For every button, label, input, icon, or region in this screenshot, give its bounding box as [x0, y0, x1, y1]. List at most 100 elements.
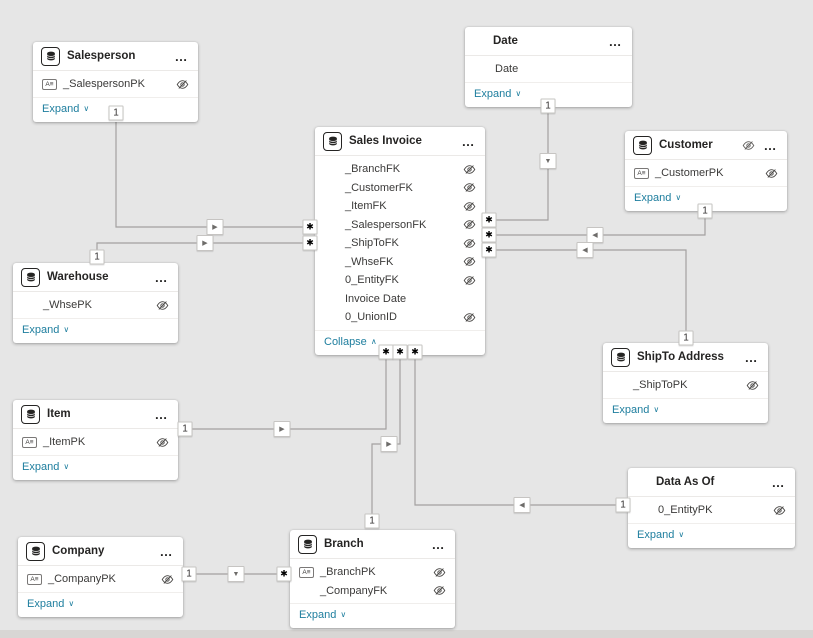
filter-direction-arrow-left-icon[interactable]: ◀ — [586, 227, 604, 243]
expand-toggle[interactable]: Expand∨ — [612, 404, 659, 416]
filter-direction-arrow-right-icon[interactable]: ▶ — [196, 235, 214, 251]
filter-direction-arrow-right-icon[interactable]: ▶ — [206, 219, 224, 235]
field-row[interactable]: 0_UnionID — [315, 308, 485, 327]
table-header[interactable]: Customer… — [625, 131, 787, 160]
filter-direction-arrow-down-icon[interactable]: ▼ — [539, 153, 557, 169]
field-row[interactable]: _ShipToPK — [603, 376, 768, 395]
cardinality-one-marker[interactable]: 1 — [678, 330, 694, 346]
relationship-line[interactable] — [488, 249, 687, 340]
cardinality-one-marker[interactable]: 1 — [540, 98, 556, 114]
field-row[interactable]: 0_EntityFK — [315, 271, 485, 290]
field-row[interactable]: _WhsePK — [13, 296, 178, 315]
filter-direction-arrow-left-icon[interactable]: ◀ — [576, 242, 594, 258]
relationship-line[interactable] — [115, 114, 310, 228]
table-footer: Expand∨ — [33, 96, 198, 122]
expand-toggle[interactable]: Expand∨ — [637, 529, 684, 541]
more-options-icon[interactable]: … — [174, 48, 188, 64]
relationship-line[interactable] — [183, 350, 387, 430]
relationship-line[interactable] — [414, 350, 625, 506]
more-options-icon[interactable]: … — [744, 349, 758, 365]
filter-direction-arrow-right-icon[interactable]: ▶ — [273, 421, 291, 437]
cardinality-one-marker[interactable]: 1 — [181, 566, 197, 582]
field-row[interactable]: _CustomerFK — [315, 179, 485, 198]
field-label: _CompanyFK — [320, 584, 388, 597]
more-options-icon[interactable]: … — [461, 133, 475, 149]
more-options-icon[interactable]: … — [763, 137, 777, 153]
cardinality-one-marker[interactable]: 1 — [697, 203, 713, 219]
table-header[interactable]: Warehouse… — [13, 263, 178, 292]
field-row[interactable]: _ItemFK — [315, 197, 485, 216]
cardinality-many-marker[interactable]: ✱ — [302, 235, 318, 251]
cardinality-many-marker[interactable]: ✱ — [378, 344, 394, 360]
more-options-icon[interactable]: … — [431, 536, 445, 552]
field-row[interactable]: A≡_BranchPK — [290, 563, 455, 582]
cardinality-many-marker[interactable]: ✱ — [481, 227, 497, 243]
cardinality-many-marker[interactable]: ✱ — [276, 566, 292, 582]
cardinality-one-marker[interactable]: 1 — [108, 105, 124, 121]
table-header[interactable]: Item… — [13, 400, 178, 429]
field-row[interactable]: 0_EntityPK — [628, 501, 795, 520]
cardinality-one-marker[interactable]: 1 — [615, 497, 631, 513]
field-row[interactable]: A≡_CustomerPK — [625, 164, 787, 183]
expand-toggle[interactable]: Expand∨ — [22, 461, 69, 473]
table-card[interactable]: Data As Of… 0_EntityPK Expand∨ — [628, 468, 795, 548]
field-row[interactable]: Date — [465, 60, 632, 79]
toggle-label: Expand — [22, 323, 60, 336]
table-header[interactable]: Sales Invoice… — [315, 127, 485, 156]
cardinality-many-marker[interactable]: ✱ — [302, 219, 318, 235]
more-options-icon[interactable]: … — [159, 543, 173, 559]
more-options-icon[interactable]: … — [154, 406, 168, 422]
field-row[interactable]: A≡_SalespersonPK — [33, 75, 198, 94]
expand-toggle[interactable]: Expand∨ — [474, 88, 521, 100]
table-header[interactable]: Branch… — [290, 530, 455, 559]
table-card[interactable]: Warehouse… _WhsePK Expand∨ — [13, 263, 178, 343]
cardinality-many-marker[interactable]: ✱ — [392, 344, 408, 360]
table-header[interactable]: Salesperson… — [33, 42, 198, 71]
table-header[interactable]: Company… — [18, 537, 183, 566]
field-row[interactable]: _ShipToFK — [315, 234, 485, 253]
cardinality-many-marker[interactable]: ✱ — [481, 242, 497, 258]
table-header[interactable]: Date… — [465, 27, 632, 56]
expand-toggle[interactable]: Expand∨ — [27, 598, 74, 610]
expand-toggle[interactable]: Expand∨ — [42, 103, 89, 115]
table-footer: Expand∨ — [13, 454, 178, 480]
filter-direction-arrow-down-icon[interactable]: ▼ — [227, 566, 245, 582]
more-options-icon[interactable]: … — [771, 474, 785, 490]
collapse-toggle[interactable]: Collapse∧ — [324, 336, 377, 348]
cardinality-one-marker[interactable]: 1 — [364, 513, 380, 529]
expand-toggle[interactable]: Expand∨ — [299, 609, 346, 621]
field-row[interactable]: _BranchFK — [315, 160, 485, 179]
table-card[interactable]: Company… A≡_CompanyPK Expand∨ — [18, 537, 183, 617]
field-row[interactable]: A≡_ItemPK — [13, 433, 178, 452]
cardinality-many-marker[interactable]: ✱ — [407, 344, 423, 360]
filter-direction-arrow-left-icon[interactable]: ◀ — [513, 497, 531, 513]
eye-off-icon — [161, 573, 174, 586]
table-header[interactable]: Data As Of… — [628, 468, 795, 497]
toggle-label: Expand — [299, 609, 337, 621]
cardinality-one-marker[interactable]: 1 — [89, 249, 105, 265]
field-row[interactable]: Invoice Date — [315, 290, 485, 309]
relationship-line[interactable] — [488, 104, 549, 221]
field-row[interactable]: _WhseFK — [315, 253, 485, 272]
expand-toggle[interactable]: Expand∨ — [634, 192, 681, 204]
table-header[interactable]: ShipTo Address… — [603, 343, 768, 372]
cardinality-one-marker[interactable]: 1 — [177, 421, 193, 437]
cardinality-many-marker[interactable]: ✱ — [481, 212, 497, 228]
field-row[interactable]: _CompanyFK — [290, 582, 455, 601]
more-options-icon[interactable]: … — [608, 33, 622, 49]
field-label: _SalespersonFK — [345, 218, 427, 231]
table-card[interactable]: Sales Invoice… _BranchFK_CustomerFK_ItemF… — [315, 127, 485, 355]
field-row[interactable]: A≡_CompanyPK — [18, 570, 183, 589]
more-options-icon[interactable]: … — [154, 269, 168, 285]
table-card[interactable]: ShipTo Address… _ShipToPK Expand∨ — [603, 343, 768, 423]
field-icon-spacer — [324, 256, 339, 267]
table-card[interactable]: Item… A≡_ItemPK Expand∨ — [13, 400, 178, 480]
expand-toggle[interactable]: Expand∨ — [22, 324, 69, 336]
table-card[interactable]: Branch… A≡_BranchPK _CompanyFK Expand∨ — [290, 530, 455, 628]
table-card[interactable]: Customer… A≡_CustomerPK Expand∨ — [625, 131, 787, 211]
chevron-down-icon: ∨ — [515, 88, 522, 98]
filter-direction-arrow-right-icon[interactable]: ▶ — [380, 436, 398, 452]
field-row[interactable]: _SalespersonFK — [315, 216, 485, 235]
